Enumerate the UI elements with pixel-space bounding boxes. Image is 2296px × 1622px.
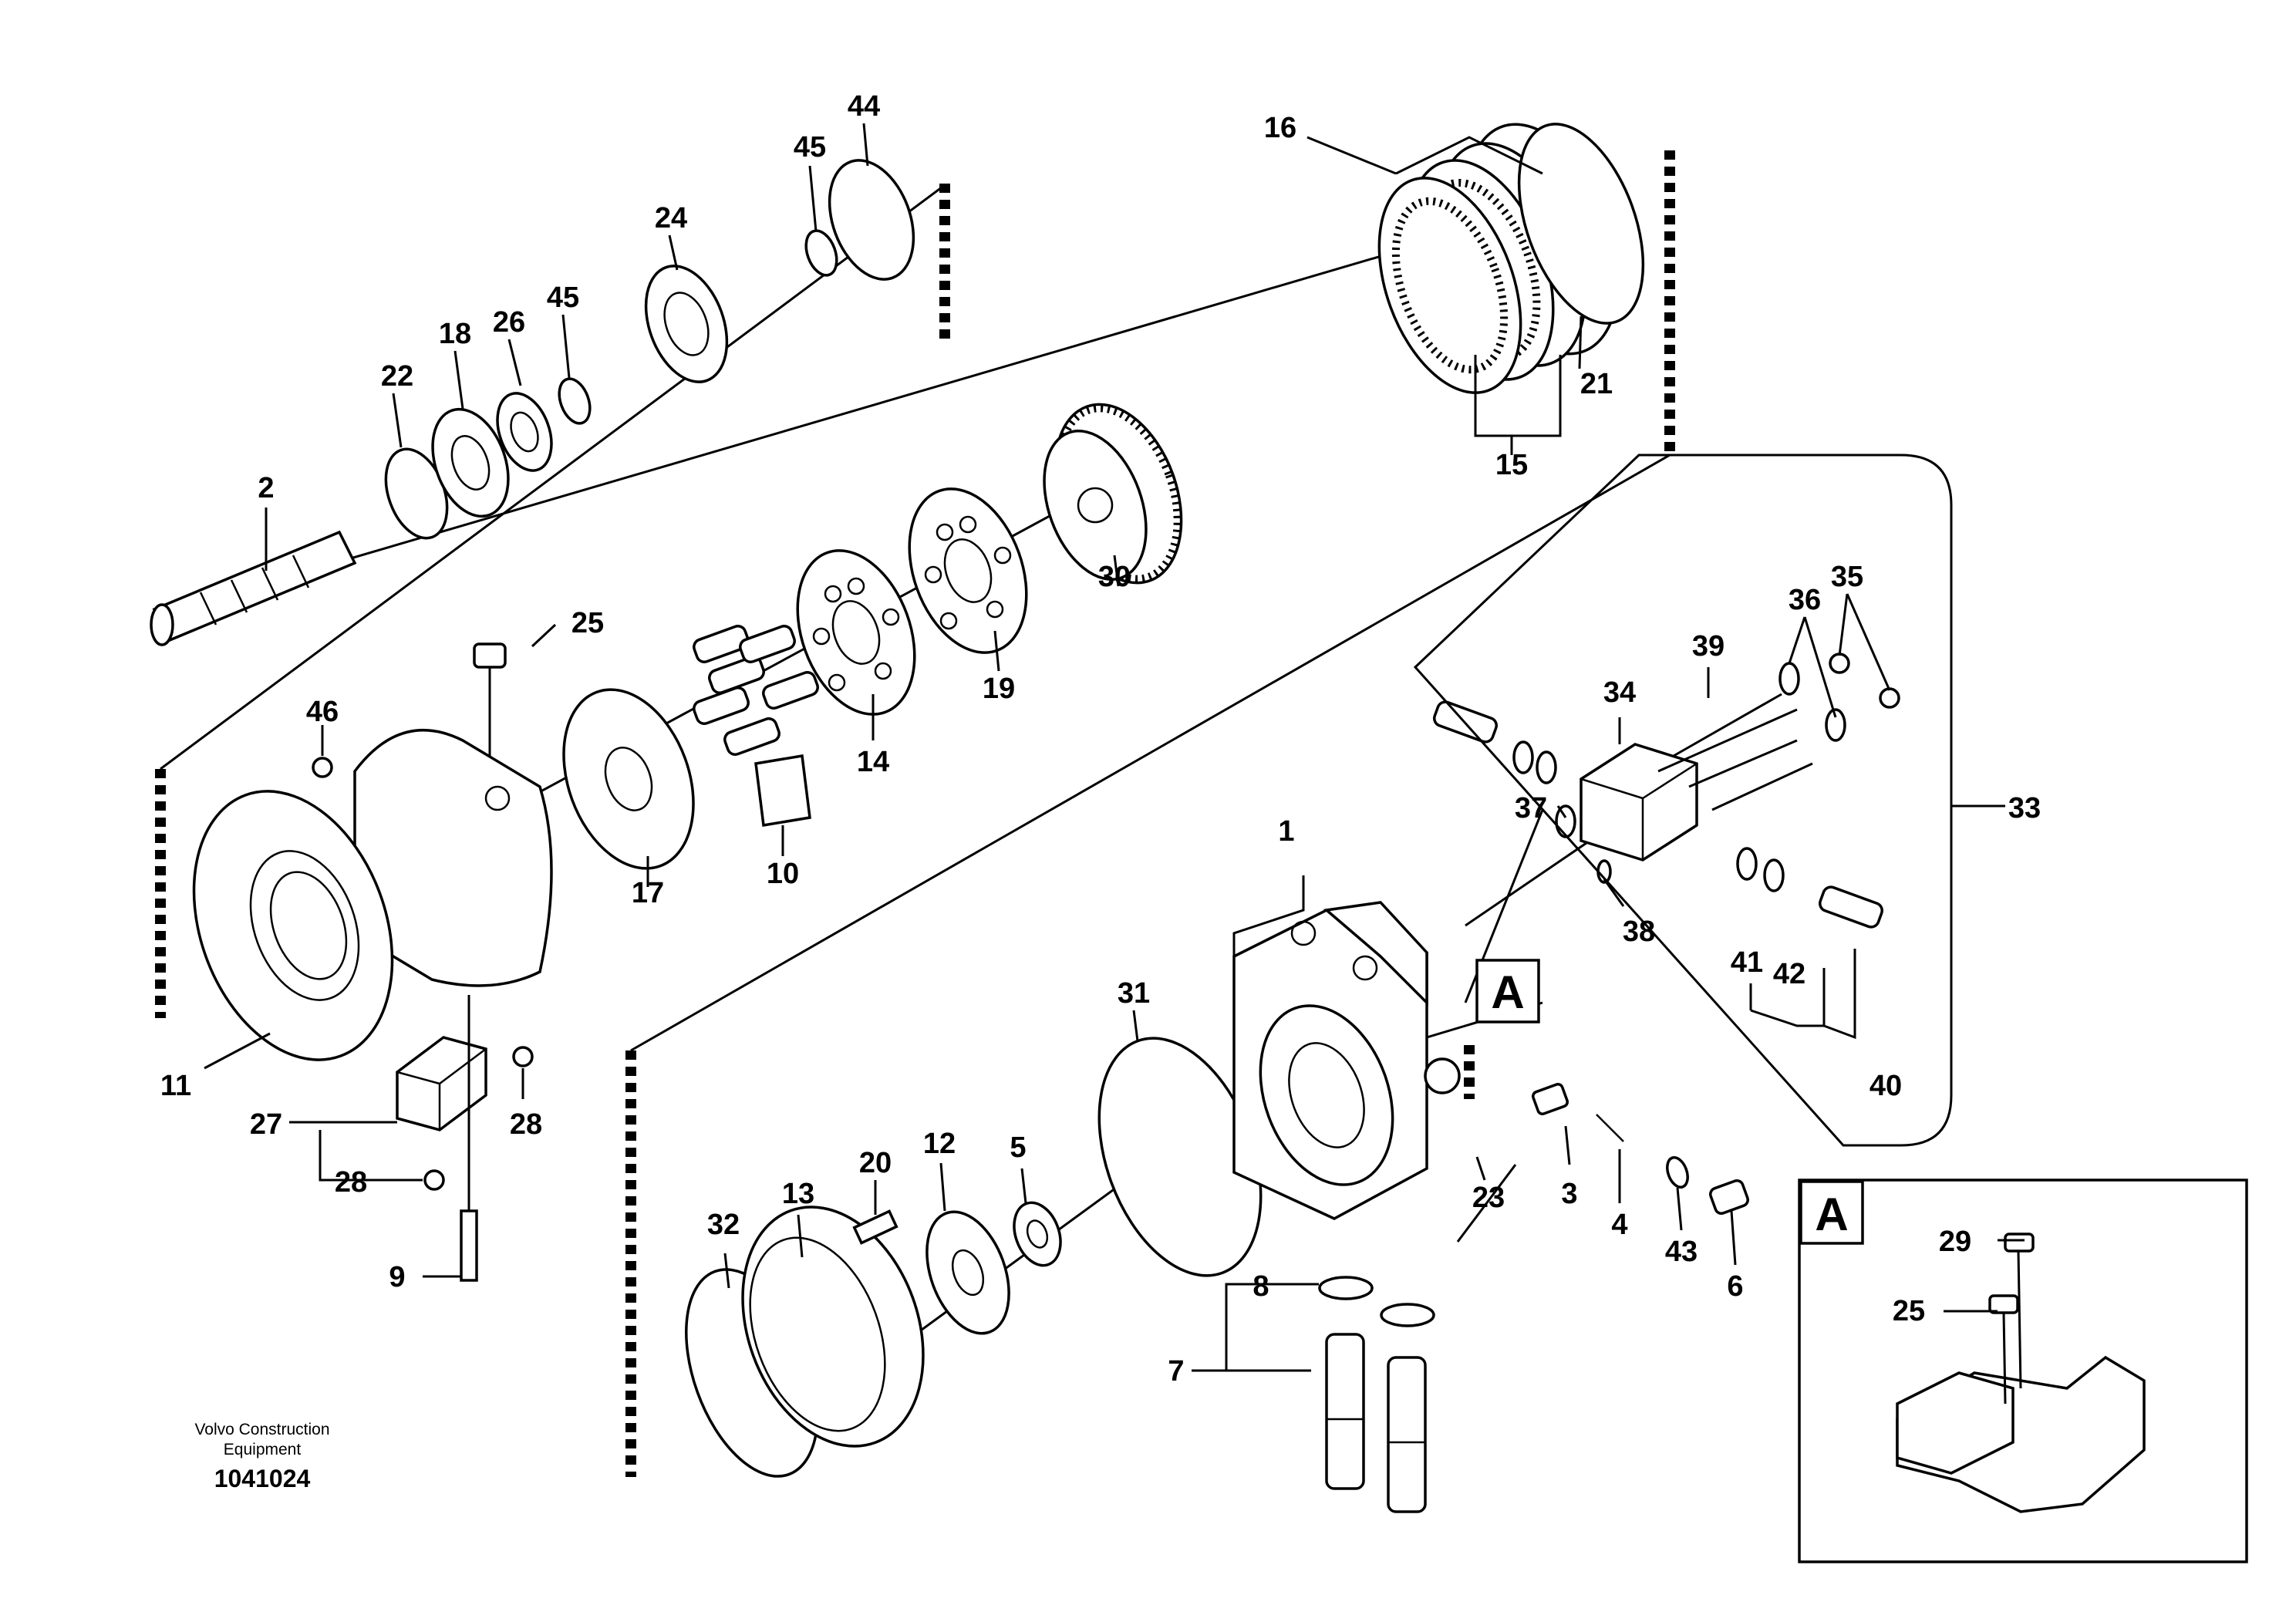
- view-marker-a: A: [1475, 959, 1540, 1023]
- drawing-number: 1041024: [214, 1465, 311, 1492]
- detail-callout-25: 25: [1893, 1295, 1925, 1327]
- footer-block: Volvo Construction Equipment 1041024: [194, 1421, 329, 1492]
- detail-callout-29: 29: [1939, 1226, 1971, 1258]
- bearing-24: [644, 265, 729, 383]
- callout-11: 11: [160, 1070, 191, 1102]
- piston-set-10: [693, 625, 819, 828]
- callout-10: 10: [767, 858, 799, 890]
- callout-33: 33: [2008, 792, 2041, 824]
- callout-2: 2: [258, 472, 274, 504]
- callout-23: 23: [1472, 1182, 1505, 1214]
- valve-block-27: [396, 995, 534, 1282]
- spring-20: [852, 1209, 899, 1245]
- relief-valves-7: [1318, 1276, 1435, 1513]
- callout-25: 25: [571, 607, 604, 639]
- callout-34: 34: [1603, 676, 1636, 709]
- callout-28-right: 28: [510, 1108, 542, 1141]
- company-name-line1: Volvo Construction: [194, 1421, 329, 1438]
- callout-39: 39: [1692, 630, 1725, 663]
- swash-plate-17: [562, 688, 695, 870]
- oil-seal-18: [431, 407, 510, 518]
- callout-45-upper: 45: [794, 131, 826, 164]
- callout-13: 13: [782, 1178, 814, 1210]
- callout-9: 9: [389, 1261, 405, 1293]
- callout-46: 46: [306, 696, 339, 728]
- callout-24: 24: [655, 202, 687, 234]
- snap-ring-45-upper: [804, 229, 838, 277]
- callout-32: 32: [707, 1209, 740, 1241]
- output-shaft-2: [150, 530, 357, 646]
- retainer-plate-14: [796, 549, 916, 716]
- callout-38: 38: [1623, 916, 1655, 948]
- callout-12: 12: [923, 1128, 956, 1160]
- callout-4: 4: [1611, 1209, 1627, 1241]
- snap-ring-45-lower: [558, 377, 592, 425]
- callout-28-left: 28: [335, 1166, 367, 1199]
- plug-parts-row: [1456, 1083, 1749, 1243]
- detail-inset-a: A: [1798, 1179, 2248, 1563]
- callout-26: 26: [493, 306, 525, 339]
- brake-piston-13: [741, 1206, 925, 1448]
- callout-21: 21: [1580, 368, 1613, 400]
- o-ring-44: [828, 159, 915, 281]
- assembly-outline-33: [1413, 454, 1953, 1147]
- bearing-26: [496, 392, 553, 472]
- o-ring-21: [1517, 123, 1645, 325]
- view-marker-letter: A: [1491, 966, 1524, 1018]
- callout-35: 35: [1831, 561, 1863, 593]
- callout-3: 3: [1561, 1178, 1577, 1210]
- callout-27: 27: [250, 1108, 282, 1141]
- section-boundaries: [155, 150, 1675, 1477]
- callout-7: 7: [1168, 1355, 1184, 1388]
- valve-plate-12: [925, 1210, 1010, 1335]
- callout-31: 31: [1118, 977, 1150, 1010]
- callout-5: 5: [1010, 1131, 1026, 1164]
- rear-cover-1: [1232, 901, 1461, 1220]
- company-name-line2: Equipment: [224, 1441, 302, 1458]
- detail-inset-letter: A: [1815, 1189, 1848, 1240]
- callout-44: 44: [848, 90, 880, 123]
- callout-41: 41: [1731, 946, 1763, 979]
- callout-43: 43: [1665, 1236, 1698, 1268]
- callout-labels: 1 2 3 4 5 6 7 8 9 10 11 12 13 14 15 16 1…: [160, 90, 2041, 1388]
- cylinder-block-30: [1043, 403, 1183, 585]
- callout-17: 17: [632, 877, 664, 909]
- callout-36: 36: [1789, 584, 1821, 616]
- callout-14: 14: [857, 746, 889, 778]
- bearing-5: [1013, 1201, 1062, 1267]
- callout-16: 16: [1264, 112, 1296, 144]
- valve-block-34: [1433, 653, 1900, 929]
- callout-15: 15: [1495, 449, 1528, 481]
- callout-19: 19: [983, 673, 1015, 705]
- callout-45-lower: 45: [547, 282, 579, 314]
- callout-22: 22: [381, 360, 413, 393]
- housing-11: [192, 728, 553, 1061]
- callout-40: 40: [1870, 1070, 1902, 1102]
- callout-1: 1: [1278, 815, 1294, 848]
- callout-20: 20: [859, 1147, 892, 1179]
- callout-30: 30: [1098, 561, 1131, 593]
- callout-42: 42: [1773, 958, 1805, 990]
- callout-8: 8: [1253, 1270, 1269, 1303]
- callout-6: 6: [1727, 1270, 1743, 1303]
- callout-37: 37: [1515, 792, 1547, 824]
- callout-18: 18: [439, 318, 471, 350]
- leader-lines: [204, 123, 2025, 1372]
